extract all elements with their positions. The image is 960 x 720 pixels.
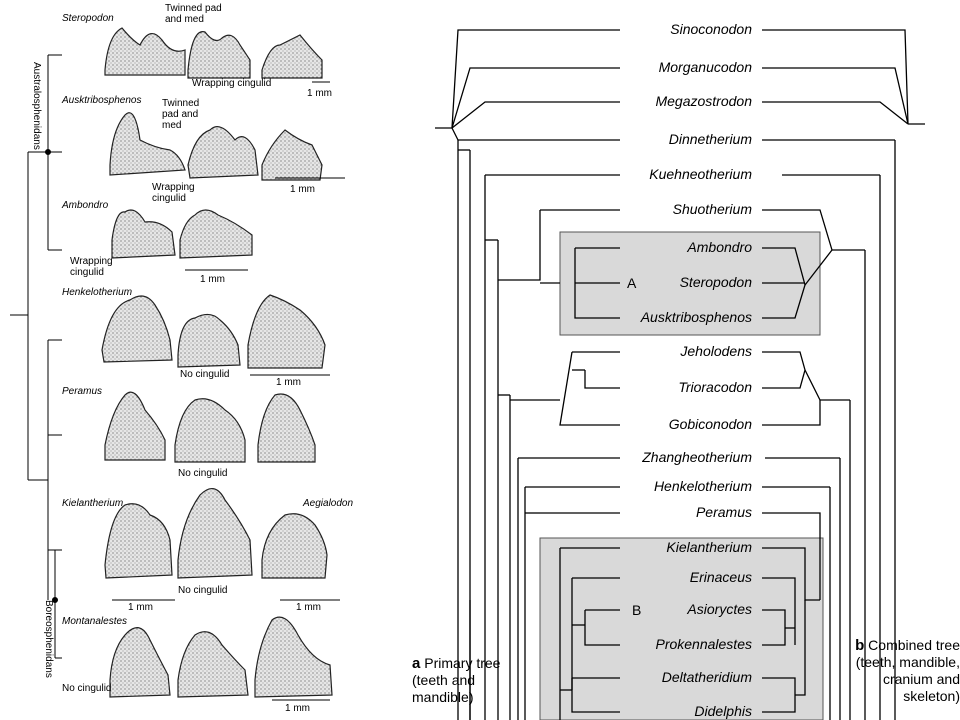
taxon-label: Ambondro (687, 239, 752, 255)
taxon-label: Morganucodon (658, 59, 752, 75)
taxon-label: Steropodon (679, 274, 752, 290)
clade-box-b (539, 537, 824, 720)
tooth-drawings (101, 27, 333, 698)
specimen-name: Kielantherium (62, 498, 124, 509)
specimen-name: Henkelotherium (62, 287, 133, 298)
specimen-name: Ambondro (62, 200, 109, 211)
caption-a-line3: mandible) (412, 689, 474, 705)
boreosphenidans-label: Boreosphenidans (43, 600, 54, 678)
scale-label: 1 mm (307, 88, 332, 99)
taxon-label: Asioryctes (687, 601, 752, 617)
specimen-note: Twinned pad and med (165, 3, 222, 25)
left-cladogram (10, 54, 62, 659)
scale-label: 1 mm (200, 274, 225, 285)
specimen-note: No cingulid (178, 468, 228, 479)
caption-b-line4: skeleton) (903, 688, 960, 704)
tree-svg (435, 29, 925, 720)
caption-a-line1: Primary tree (424, 655, 501, 671)
specimen-name: Aegialodon (303, 498, 354, 509)
taxon-label: Didelphis (694, 703, 752, 719)
caption-b-line1: Combined tree (868, 637, 960, 653)
scale-bars (112, 81, 345, 701)
taxon-label: Sinoconodon (670, 21, 752, 37)
taxon-label: Kielantherium (666, 539, 752, 555)
specimen-note: Twinned pad and med (162, 98, 200, 131)
node-label-a: A (627, 275, 637, 291)
caption-b-line3: cranium and (882, 671, 960, 687)
taxon-label: Jeholodens (680, 343, 752, 359)
scale-label: 1 mm (276, 377, 301, 388)
taxon-label: Megazostrodon (655, 93, 752, 109)
specimen-name: Ausktribosphenos (62, 95, 142, 106)
taxon-label: Kuehneotherium (649, 166, 752, 182)
taxon-label: Shuotherium (672, 201, 752, 217)
taxon-label: Gobiconodon (668, 416, 752, 432)
scale-label: 1 mm (285, 703, 310, 714)
specimen-note: No cingulid (62, 683, 112, 694)
scale-label: 1 mm (296, 602, 321, 613)
taxon-label: Deltatheridium (661, 669, 752, 685)
specimen-note: Wrapping cingulid (70, 256, 113, 278)
specimen-note: No cingulid (180, 369, 230, 380)
taxon-label: Peramus (695, 504, 752, 520)
taxon-label: Trioracodon (678, 379, 752, 395)
scale-label: 1 mm (128, 602, 153, 613)
tree-figure-panel: Sinoconodon Morganucodon Megazostrodon D… (400, 0, 960, 720)
node-label-b: B (632, 602, 642, 618)
specimen-name: Steropodon (62, 13, 114, 24)
taxon-label: Prokennalestes (655, 636, 752, 652)
specimen-name: Montanalestes (62, 616, 128, 627)
tooth-figure-svg (10, 27, 345, 701)
caption-a-letter: a (412, 655, 421, 672)
caption-b-line2: (teeth, mandible, (855, 654, 960, 670)
caption-b-letter: b (855, 637, 865, 654)
caption-a: a Primary tree (teeth and mandible) (412, 655, 500, 706)
taxon-label: Dinnetherium (668, 131, 752, 147)
caption-b: b Combined tree (teeth, mandible, craniu… (830, 637, 960, 705)
tree-branches (435, 29, 925, 720)
specimen-note: Wrapping cingulid (192, 78, 272, 89)
specimen-note: No cingulid (178, 585, 228, 596)
specimen-name: Peramus (62, 386, 103, 397)
taxon-label: Erinaceus (689, 569, 752, 585)
scale-label: 1 mm (290, 184, 315, 195)
specimen-note: Wrapping cingulid (152, 182, 195, 204)
tooth-figure-panel: Australosphenidans Boreosphenidans Stero… (0, 0, 400, 720)
caption-a-line2: (teeth and (412, 672, 476, 688)
taxon-label: Henkelotherium (653, 478, 752, 494)
taxon-label: Ausktribosphenos (640, 309, 752, 325)
taxon-label: Zhangheotherium (642, 449, 752, 465)
australosphenidans-label: Australosphenidans (31, 62, 42, 150)
